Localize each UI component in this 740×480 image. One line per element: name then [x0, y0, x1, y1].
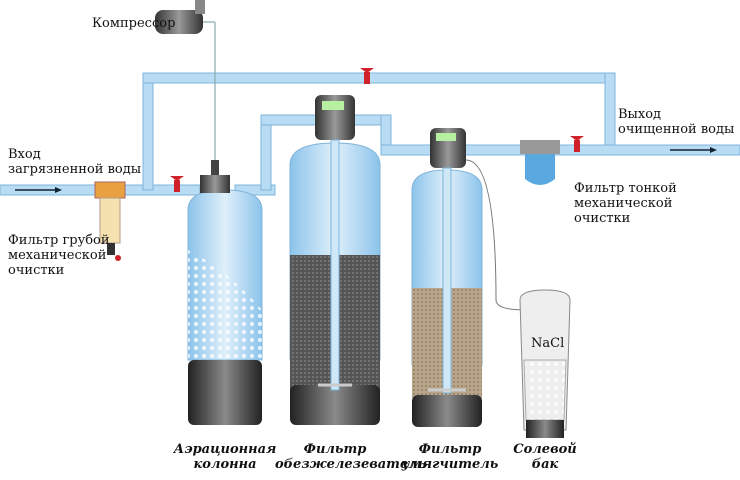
coarse-filter-label-line: очистки — [8, 263, 65, 278]
aeration-label-line: Аэрационная — [173, 442, 277, 457]
aeration-label-line: колонна — [193, 457, 257, 472]
softener-label-line: умягчитель — [401, 457, 499, 472]
inlet-label-line: Вход — [8, 147, 41, 162]
riser-pipe — [260, 114, 272, 191]
valve-icon — [570, 136, 584, 141]
iron-filter-label: Фильтр обезжелезеватель — [275, 442, 427, 472]
compressor-label: Компрессор — [92, 16, 176, 31]
bypass-drop — [604, 72, 616, 154]
valve-icon — [170, 176, 184, 181]
outlet-pipe — [380, 144, 740, 156]
coarse-filter-icon — [94, 181, 126, 261]
valve-icon — [360, 68, 374, 73]
coarse-filter-label-line: механической — [8, 248, 107, 263]
aeration-column-icon — [187, 160, 263, 425]
inlet-label: Вход загрязненной воды — [8, 147, 141, 177]
salt-label-line: бак — [531, 457, 559, 472]
nacl-label: NaCl — [531, 336, 565, 351]
fine-filter-label-line: механической — [574, 196, 673, 211]
bypass-pipe — [142, 72, 616, 84]
aeration-column-label: Аэрационная колонна — [165, 442, 285, 472]
softener-icon — [411, 128, 527, 427]
softener-label: Фильтр умягчитель — [400, 442, 500, 472]
fine-filter-label: Фильтр тонкой механической очистки — [574, 181, 677, 226]
outlet-label-line: Выход — [618, 107, 662, 122]
fine-filter-label-line: Фильтр тонкой — [574, 181, 677, 196]
iron-label-line: обезжелезеватель — [275, 457, 427, 472]
valves — [170, 68, 584, 192]
inlet-label-line: загрязненной воды — [8, 162, 142, 177]
iron-filter-icon — [289, 95, 381, 425]
salt-tank-icon — [519, 289, 571, 438]
outlet-label-line: очищенной воды — [618, 122, 735, 137]
iron-label-line: Фильтр — [303, 442, 367, 457]
salt-label-line: Солевой — [513, 442, 577, 457]
bypass-riser — [142, 72, 154, 191]
salt-tank-label: Солевой бак — [505, 442, 585, 472]
outlet-label: Выход очищенной воды — [618, 107, 734, 137]
coarse-filter-label: Фильтр грубой механической очистки — [8, 233, 110, 278]
fine-filter-label-line: очистки — [574, 211, 631, 226]
softener-label-line: Фильтр — [418, 442, 482, 457]
coarse-filter-label-line: Фильтр грубой — [8, 233, 110, 248]
fine-filter-icon — [520, 140, 560, 185]
